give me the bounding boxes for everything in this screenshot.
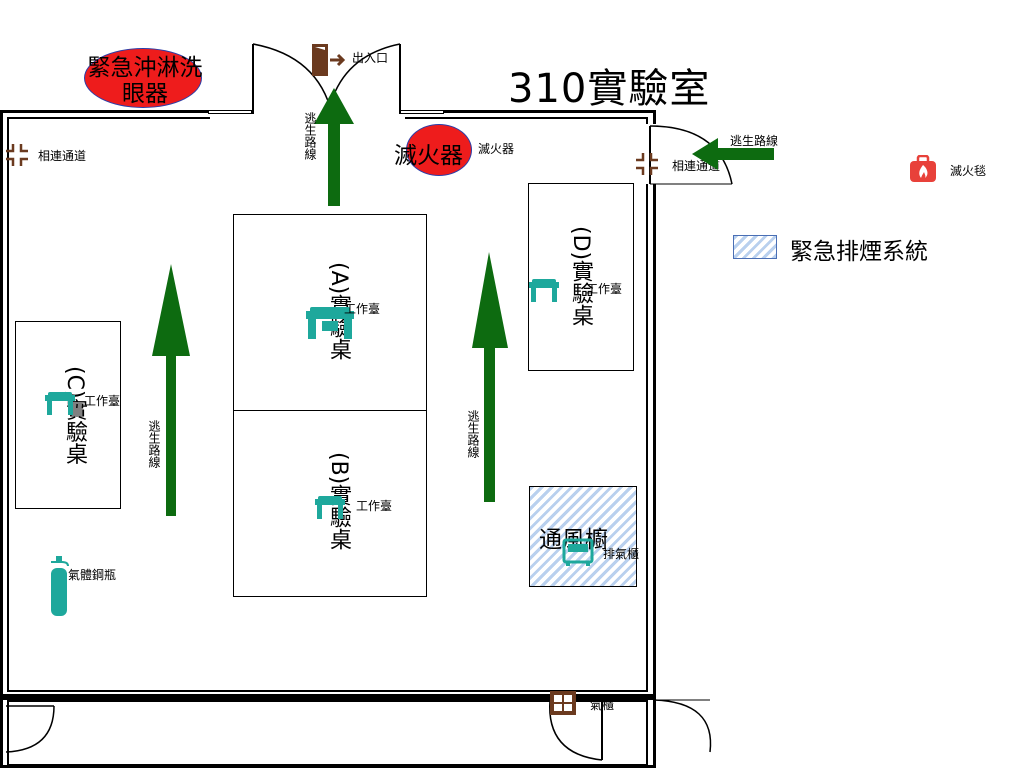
bench-a-tag: 工作臺 bbox=[344, 302, 381, 316]
escape-route-label-right: 逃生路線 bbox=[466, 410, 480, 458]
lower-corridor-inner bbox=[7, 700, 648, 766]
escape-route-label-top-right: 逃生路線 bbox=[730, 134, 779, 148]
bench-c-label: (C)實驗桌 bbox=[62, 366, 87, 465]
bench-d[interactable] bbox=[528, 183, 634, 371]
gas-cabinet-icon bbox=[550, 691, 576, 715]
entrance-gap bbox=[210, 105, 405, 121]
escape-arrow-icon bbox=[472, 252, 508, 502]
gas-cylinder-label: 氣體鋼瓶 bbox=[68, 568, 117, 582]
legend-swatch-smoke bbox=[733, 235, 777, 259]
gas-cylinder-icon bbox=[51, 556, 69, 616]
fire-blanket-label: 滅火毯 bbox=[950, 164, 987, 178]
extinguisher-label-small: 滅火器 bbox=[478, 142, 515, 156]
bottom-left-door[interactable] bbox=[0, 698, 60, 768]
workbench-icon bbox=[529, 279, 559, 302]
fume-hood[interactable] bbox=[529, 486, 637, 587]
eyewash-label: 緊急沖淋洗眼器 bbox=[87, 55, 203, 107]
bench-c-tag: 工作臺 bbox=[84, 394, 121, 408]
corridor-label-left: 相連通道 bbox=[38, 149, 87, 163]
gas-cabinet-label: 氣櫃 bbox=[590, 698, 615, 712]
bench-d-label: (D)實驗桌 bbox=[568, 226, 593, 327]
corridor-icon bbox=[6, 144, 28, 166]
eyewash-marker bbox=[84, 48, 202, 108]
fire-blanket-icon bbox=[910, 155, 936, 182]
escape-route-label-door: 逃生路線 bbox=[303, 112, 317, 160]
workbench-icon bbox=[315, 496, 345, 519]
workbench-icon bbox=[306, 307, 354, 339]
bench-b-tag: 工作臺 bbox=[356, 499, 393, 513]
bottom-right-doors[interactable] bbox=[544, 690, 724, 768]
door-sill-left bbox=[208, 110, 252, 114]
extinguisher-marker bbox=[406, 124, 472, 176]
entrance-label: 出入口 bbox=[352, 51, 389, 65]
escape-arrow-icon bbox=[152, 264, 190, 516]
escape-route-label-left: 逃生路線 bbox=[147, 420, 161, 468]
corridor-icon bbox=[636, 153, 658, 175]
page-title: 310實驗室 bbox=[508, 66, 711, 112]
bench-d-tag: 工作臺 bbox=[586, 282, 623, 296]
workbench-icon bbox=[45, 392, 75, 415]
escape-arrow-icon bbox=[314, 88, 354, 206]
extinguisher-label-large: 滅火器 bbox=[394, 143, 463, 169]
exhaust-cabinet-icon bbox=[562, 538, 594, 566]
escape-arrow-icon bbox=[692, 138, 774, 170]
legend-label-smoke: 緊急排煙系統 bbox=[790, 239, 928, 265]
exit-door-icon bbox=[312, 44, 346, 76]
exhaust-cabinet-label: 排氣櫃 bbox=[603, 547, 640, 561]
